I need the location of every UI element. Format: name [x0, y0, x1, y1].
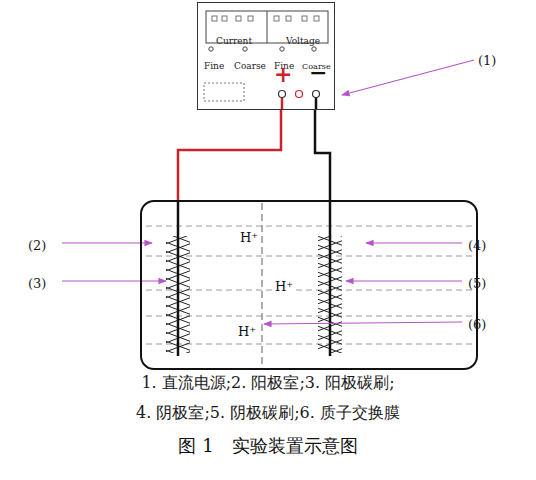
text-slot: Fine	[204, 54, 224, 73]
text-slot: 1. 直流电源;2. 阳极室;3. 阳极碳刷;	[0, 373, 536, 392]
display-digit	[286, 16, 291, 21]
callout-number: (6)	[468, 318, 486, 332]
cathode-rod	[329, 200, 332, 356]
text-slot: H⁺	[236, 321, 258, 340]
membrane-line	[261, 203, 262, 367]
positive-sign: +	[274, 62, 292, 86]
display-digit	[222, 16, 227, 21]
callout-number: (1)	[478, 54, 496, 68]
knob	[312, 47, 316, 51]
proton-label: H⁺	[273, 280, 295, 294]
text-slot: (2)	[28, 235, 46, 254]
knob	[209, 47, 213, 51]
text-slot: (3)	[28, 273, 46, 292]
knob	[280, 47, 284, 51]
text-slot: +	[274, 62, 292, 86]
electrolysis-tank: H⁺ H⁺ H⁺	[140, 200, 478, 370]
vent-grille	[204, 83, 244, 101]
display-digit	[212, 16, 217, 21]
display-digit	[302, 16, 307, 21]
leader-lines	[62, 60, 474, 324]
positive-wire	[178, 110, 281, 200]
meter-label: Voltage	[286, 37, 320, 47]
text-slot: Voltage	[286, 29, 320, 48]
callout-number: (3)	[28, 277, 46, 291]
knob	[243, 47, 247, 51]
proton-label: H⁺	[238, 231, 260, 245]
callout-number: (2)	[28, 239, 46, 253]
text-slot: H⁺	[238, 227, 260, 246]
display-digit	[274, 16, 279, 21]
figure-caption: 图 1 实验装置示意图	[178, 436, 357, 456]
terminal	[279, 91, 286, 98]
text-slot: −	[309, 60, 327, 84]
callout-number: (5)	[468, 277, 486, 291]
text-slot: (1)	[478, 50, 496, 69]
display-digit	[248, 16, 253, 21]
text-slot: 图 1 实验装置示意图	[0, 436, 536, 456]
text-slot: Current	[216, 29, 252, 48]
negative-sign: −	[309, 60, 327, 84]
power-supply-panel	[198, 3, 334, 109]
terminal	[296, 91, 303, 98]
negative-wire	[315, 110, 330, 200]
text-slot: (4)	[468, 235, 486, 254]
text-slot: H⁺	[273, 276, 295, 295]
text-slot: Coarse	[234, 54, 266, 73]
display-digit	[236, 16, 241, 21]
text-slot: (6)	[468, 314, 486, 333]
water-lines	[146, 226, 472, 344]
legend-line: 1. 直流电源;2. 阳极室;3. 阳极碳刷;	[141, 374, 394, 392]
power-supply-box: CurrentVoltageFineCoarseFineCoarse+−	[197, 2, 335, 110]
text-slot: (5)	[468, 273, 486, 292]
terminal	[313, 91, 320, 98]
text-slot: 4. 阴极室;5. 阴极碳刷;6. 质子交换膜	[0, 403, 536, 422]
panel-divider	[267, 11, 268, 43]
knob-label: Coarse	[234, 62, 266, 72]
proton-label: H⁺	[236, 325, 258, 339]
anode-rod	[177, 200, 180, 356]
display-digit	[314, 16, 319, 21]
meter-label: Current	[216, 37, 252, 47]
legend-line: 4. 阴极室;5. 阴极碳刷;6. 质子交换膜	[136, 404, 400, 422]
knob-label: Fine	[204, 62, 224, 72]
callout-number: (4)	[468, 239, 486, 253]
